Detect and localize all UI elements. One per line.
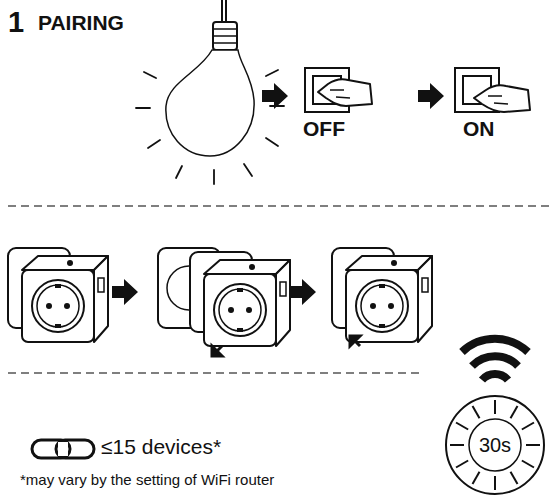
switch-state: ON [463, 118, 495, 139]
footnote: *may vary by the setting of WiFi router [20, 472, 274, 487]
step-number: 1 [8, 8, 24, 37]
timer-label: 30s [479, 435, 511, 455]
device-limit: ≤15 devices* [101, 436, 221, 457]
switch-state: OFF [303, 118, 345, 139]
section-title: PAIRING [38, 12, 124, 33]
timer-dial: 30s [444, 394, 546, 496]
